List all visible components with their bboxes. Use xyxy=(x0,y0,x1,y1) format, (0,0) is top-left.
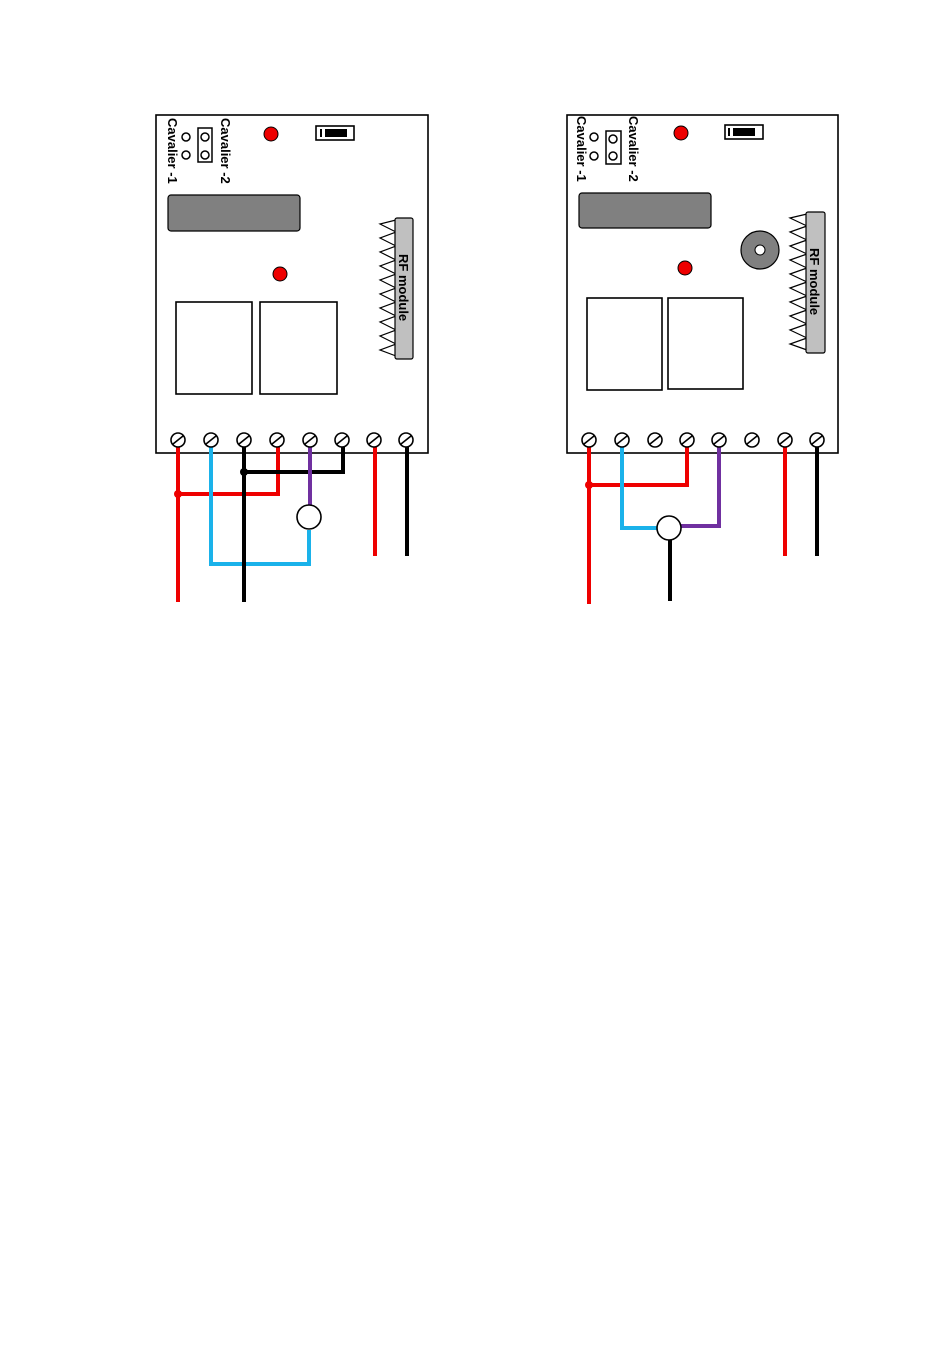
led-indicator xyxy=(264,127,278,141)
rf-module-label: RF module xyxy=(807,248,822,315)
terminal-screw[interactable] xyxy=(270,433,284,447)
terminal-screw[interactable] xyxy=(615,433,629,447)
jumper-pin xyxy=(590,152,598,160)
board-outline xyxy=(567,115,838,453)
terminal-screw[interactable] xyxy=(367,433,381,447)
wire-junction xyxy=(174,490,182,498)
terminal-screw[interactable] xyxy=(810,433,824,447)
switch-slider xyxy=(733,128,755,136)
terminal-screw[interactable] xyxy=(399,433,413,447)
rf-module-label: RF module xyxy=(396,254,411,321)
relay xyxy=(260,302,337,394)
led-indicator xyxy=(273,267,287,281)
led-indicator xyxy=(678,261,692,275)
terminal-screw[interactable] xyxy=(303,433,317,447)
jumper-pin xyxy=(590,133,598,141)
terminal-screw[interactable] xyxy=(204,433,218,447)
relay xyxy=(176,302,252,394)
lamp xyxy=(297,505,321,529)
ic-chip xyxy=(168,195,300,231)
wire-junction xyxy=(585,481,593,489)
switch-slider xyxy=(325,129,347,137)
jumper-label-2: Cavalier -2 xyxy=(218,118,233,184)
lamp xyxy=(657,516,681,540)
terminal-screw[interactable] xyxy=(745,433,759,447)
jumper-label-1: Cavalier -1 xyxy=(165,118,180,184)
terminal-screw[interactable] xyxy=(648,433,662,447)
led-indicator xyxy=(674,126,688,140)
jumper-pin xyxy=(182,151,190,159)
relay xyxy=(587,298,662,390)
jumper-label-1: Cavalier -1 xyxy=(574,116,589,182)
terminal-screw[interactable] xyxy=(171,433,185,447)
ic-chip xyxy=(579,193,711,228)
left-board: Cavalier -1 Cavalier -2 RF module xyxy=(156,115,428,602)
terminal-screw[interactable] xyxy=(582,433,596,447)
right-board: Cavalier -1 Cavalier -2 RF module xyxy=(567,115,838,604)
wires xyxy=(589,440,817,604)
jumper-pin xyxy=(201,133,209,141)
jumper-pin xyxy=(182,133,190,141)
jumper-pin xyxy=(609,135,617,143)
jumper-pin xyxy=(609,152,617,160)
wires xyxy=(178,440,407,602)
jumper-pin xyxy=(201,151,209,159)
terminal-screw[interactable] xyxy=(712,433,726,447)
terminal-screw[interactable] xyxy=(778,433,792,447)
buzzer-hole xyxy=(755,245,765,255)
terminal-screw[interactable] xyxy=(237,433,251,447)
terminal-screw[interactable] xyxy=(335,433,349,447)
relay xyxy=(668,298,743,389)
terminal-screw[interactable] xyxy=(680,433,694,447)
jumper-label-2: Cavalier -2 xyxy=(626,116,641,182)
wire-junction xyxy=(240,468,248,476)
